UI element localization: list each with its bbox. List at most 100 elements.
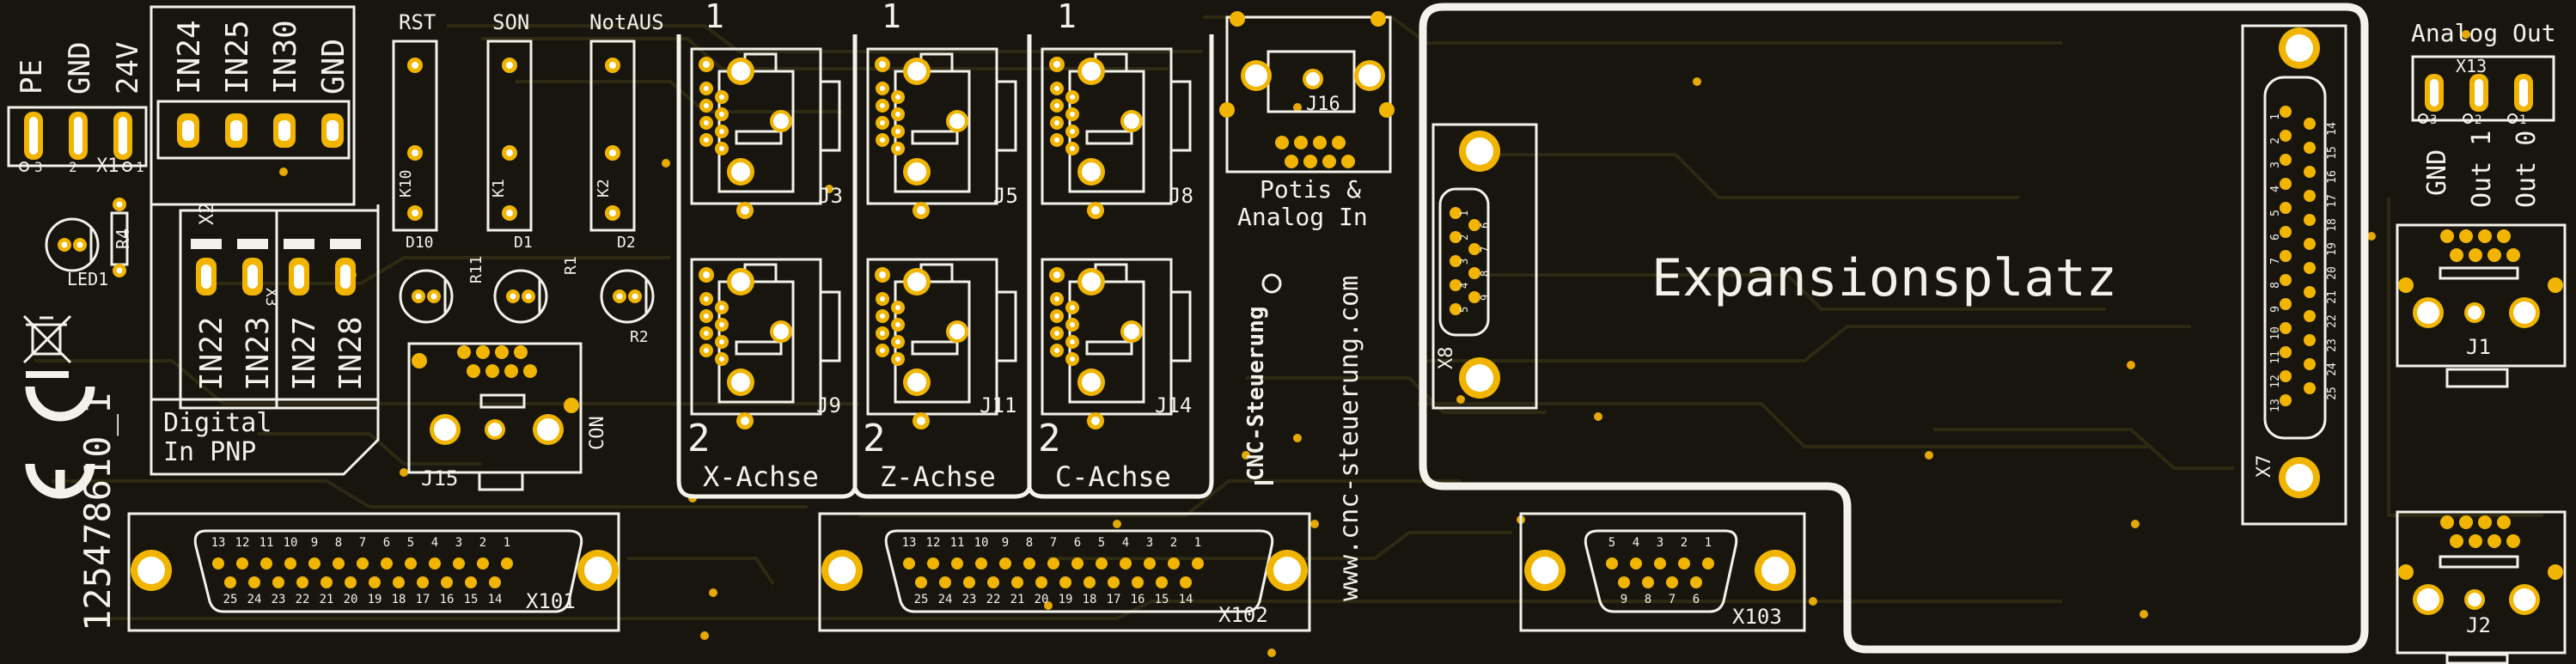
dsub-x102-row2-pin-label: 16: [1131, 593, 1145, 606]
x8-pin-5: 5: [1458, 307, 1470, 313]
x7-row1-pin-label: 6: [2269, 234, 2282, 241]
x7-row2-pad: [2304, 142, 2316, 154]
dsub-x101-row2-pad: [465, 576, 477, 588]
x7-row2-pad: [2304, 118, 2316, 130]
x7-row1-pad: [2280, 274, 2292, 286]
x7-row2-pin-label: 16: [2326, 170, 2339, 184]
x7-row2-pin-label: 22: [2326, 314, 2339, 328]
axis-z-num-bottom: 2: [863, 417, 886, 460]
potis-connector: J16 Potis & Analog In: [1219, 11, 1395, 231]
dsub-x101-row1-pad: [381, 557, 393, 570]
dsub-x103-row1-pad: [1630, 557, 1642, 570]
dsub-x101-ref: X101: [526, 589, 576, 613]
x7-row1-pin-label: 10: [2269, 326, 2282, 340]
dsub-x101-row1-pin-label: 8: [335, 536, 342, 550]
axis-x-name: X-Achse: [703, 460, 819, 493]
analog-out-label-out1: Out 1: [2467, 131, 2497, 208]
dsub-x101-row2-pad: [224, 576, 236, 588]
website-url: www.cnc-steuerung.com: [1334, 276, 1364, 601]
power-pin-1: 1: [136, 159, 144, 175]
x7-row2-pin-label: 23: [2326, 338, 2339, 352]
inputs-bottom-terminal: X3 IN22 IN23 IN27 IN28 Digital In PNP: [150, 204, 380, 476]
dsub-x102-row1-pad: [951, 557, 963, 570]
jack-j1-ref: J1: [2466, 335, 2491, 359]
x7-row2-pin-label: 24: [2326, 362, 2339, 376]
axis-x-num-bottom: 2: [687, 417, 711, 460]
x7-row1-pad: [2280, 202, 2292, 214]
x7-row2-pad: [2304, 238, 2316, 250]
dsub-x102-row1-pin-label: 3: [1146, 536, 1153, 550]
axis-connectors: 1 1 1 J3 J5 J8 J9 J11 J14 2 2 2 X-Achse …: [676, 0, 1214, 499]
x8-pin-9: 9: [1479, 295, 1491, 301]
x7-row1-pad: [2280, 370, 2292, 382]
relay-son: SON K1 D1 R1: [486, 10, 580, 324]
jack-j1: J1: [2396, 223, 2567, 388]
dsub-x102-row2-pin-label: 22: [986, 593, 1001, 606]
dsub-x101-row2-pad: [248, 576, 260, 588]
x7-row1-pin-label: 4: [2269, 186, 2282, 192]
dsub-x101-row1-pin-label: 11: [259, 536, 274, 550]
dsub-x102-row1-pad: [1023, 557, 1035, 570]
axis-c-top-ref: J8: [1169, 184, 1193, 208]
dsub-x102-row2-pad: [1059, 576, 1071, 588]
dsub-x101-row1-pin-label: 13: [211, 536, 226, 550]
dsub-x103-row2-pad: [1690, 576, 1702, 588]
dsub-x103-row1-pin-label: 2: [1681, 536, 1688, 550]
x7-row1-pin-label: 5: [2269, 210, 2282, 216]
dsub-x101-row2-pad: [320, 576, 333, 588]
cnc-logo: CNC-Steuerung: [1243, 273, 1282, 484]
dsub-x101-row2-pin-label: 15: [464, 593, 479, 606]
dsub-x101-row1-pad: [429, 557, 441, 570]
axis-x-top-ref: J3: [818, 184, 843, 208]
ce-mark-icon: [25, 386, 95, 499]
power-label-pe: PE: [15, 59, 49, 94]
axis-c-num-top: 1: [1057, 0, 1077, 35]
dsub-x103-row2-pad: [1618, 576, 1630, 588]
dsub-x102-row2-pad: [1108, 576, 1120, 588]
dsub-x101-row2-pad: [417, 576, 429, 588]
inputs-bottom-ref: X2: [197, 203, 218, 226]
x7-row2-pin-label: 18: [2326, 218, 2339, 232]
dsub-x102-row2-pad: [1132, 576, 1144, 588]
dsub-x102-row2-pin-label: 21: [1010, 593, 1025, 606]
x7-row2-pin-label: 19: [2326, 242, 2339, 256]
inputs-bottom-ref2: X3: [262, 288, 280, 307]
dsub-x101-row2-pad: [441, 576, 453, 588]
dsub-x101-row1-pad: [357, 557, 369, 570]
input-label-in23: IN23: [241, 316, 276, 391]
x8-pin-1: 1: [1458, 210, 1470, 216]
x7-row1-pad: [2280, 394, 2292, 406]
x7-row1-pad: [2280, 322, 2292, 334]
dsub-x102-row2-pin-label: 24: [938, 593, 953, 606]
dsub-x102-row1-pad: [1144, 557, 1156, 570]
axis-c-num-bottom: 2: [1038, 417, 1061, 460]
dsub-x101-row1-pad: [405, 557, 417, 570]
dsub-x101-row1-pin-label: 6: [383, 536, 390, 550]
dsub-x101-row2-pin-label: 23: [272, 593, 286, 606]
dsub-x101-row1-pad: [333, 557, 345, 570]
dsub-x102-row2-pad: [1180, 576, 1192, 588]
analog-out-pin-2: 2: [2475, 113, 2481, 127]
dsub-x101-row2-pad: [489, 576, 501, 588]
dsub-x102-row1-pad: [1096, 557, 1108, 570]
dsub-x102-row2-pin-label: 25: [914, 593, 929, 606]
dsub-x101-row1-pad: [260, 557, 272, 570]
dsub-x101-row1-pin-label: 7: [359, 536, 366, 550]
analog-out-ref: X13: [2456, 56, 2487, 76]
led-resistor-ref: R4: [113, 228, 133, 249]
input-label-in25: IN25: [220, 20, 255, 94]
x7-row1-pin-label: 9: [2269, 306, 2282, 313]
dsub-x101-row2-pin-label: 18: [392, 593, 406, 606]
axis-z-num-top: 1: [882, 0, 901, 35]
relay-notaus-resistor: R2: [630, 328, 649, 346]
dsub-x102-row2-pad: [915, 576, 927, 588]
dsub-x103-row1-pad: [1678, 557, 1690, 570]
dsub-x102-row1-pin-label: 9: [1002, 536, 1009, 550]
power-label-24v: 24V: [111, 42, 145, 94]
dsub-x102-row1-pin-label: 13: [902, 536, 917, 550]
relay-rst-ref: K10: [397, 169, 415, 198]
dsub-x101-row1-pad: [284, 557, 296, 570]
